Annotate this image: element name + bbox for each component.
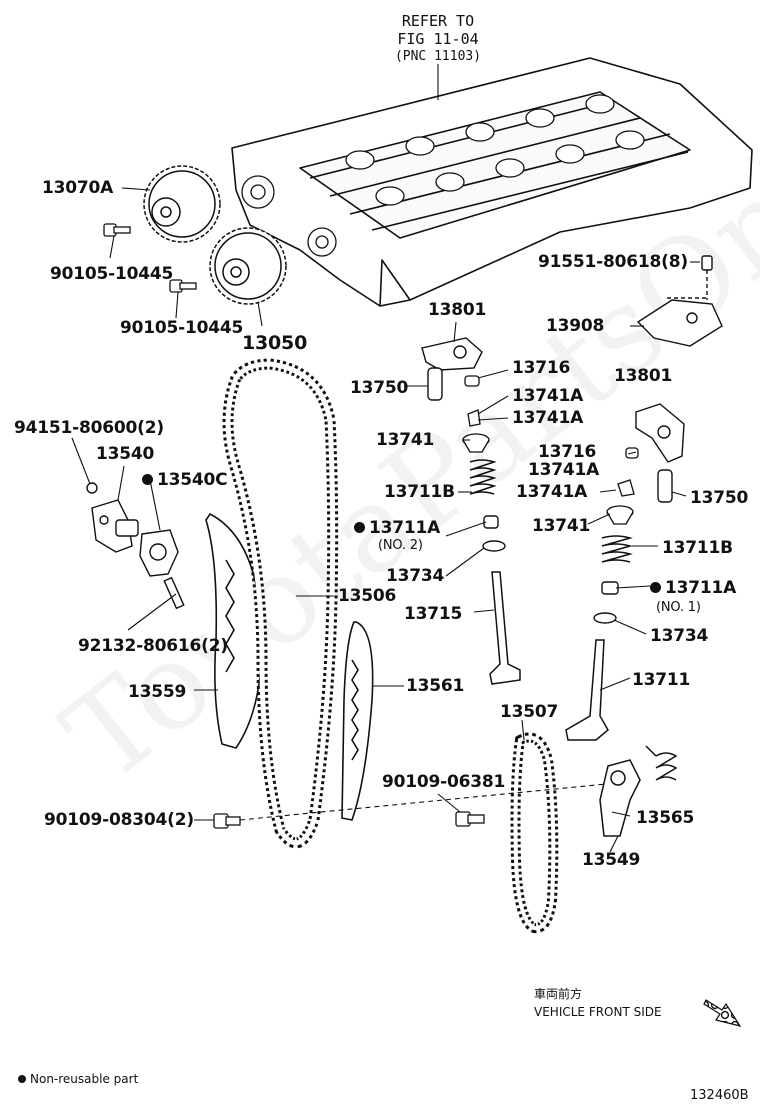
label-13715[interactable]: 13715 <box>404 604 463 624</box>
label-13716-b[interactable]: 13716 <box>538 442 597 462</box>
label-13711B-b[interactable]: 13711B <box>662 538 733 558</box>
label-13050[interactable]: 13050 <box>242 332 308 354</box>
label-90105-a[interactable]: 90105-10445 <box>50 264 174 284</box>
label-13711[interactable]: 13711 <box>632 670 691 690</box>
valve-small-parts <box>462 375 639 525</box>
bolts-90109 <box>213 811 485 829</box>
front-side-jp: 車両前方 <box>534 987 583 1001</box>
label-13711A-a-no: (NO. 2) <box>378 538 423 553</box>
label-13741-a[interactable]: 13741 <box>376 430 435 450</box>
vehicle-front-side: 車両前方 VEHICLE FRONT SIDE <box>534 986 662 1020</box>
label-90105-b[interactable]: 90105-10445 <box>120 318 244 338</box>
label-13801-a[interactable]: 13801 <box>428 300 487 320</box>
refer-line3: (PNC 11103) <box>394 49 482 64</box>
valve-springs <box>469 459 633 563</box>
legend-text: Non-reusable part <box>30 1072 139 1086</box>
label-90109-a[interactable]: 90109-06381 <box>382 772 506 792</box>
front-arrow <box>703 999 742 1027</box>
refer-note: REFER TO FIG 11-04 (PNC 11103) <box>372 12 504 66</box>
label-13070A[interactable]: 13070A <box>42 178 114 198</box>
label-13734-b[interactable]: 13734 <box>650 626 709 646</box>
label-13711A-b[interactable]: 13711A <box>650 578 736 598</box>
valves <box>489 571 609 741</box>
rocker-arms-13801 <box>421 337 685 463</box>
label-13565[interactable]: 13565 <box>636 808 695 828</box>
label-13507[interactable]: 13507 <box>500 702 559 722</box>
legend: Non-reusable part <box>18 1072 138 1086</box>
label-13506[interactable]: 13506 <box>338 586 397 606</box>
label-13561[interactable]: 13561 <box>406 676 465 696</box>
label-13540C[interactable]: 13540C <box>142 470 228 490</box>
camshaft-lobes <box>241 94 645 257</box>
label-13711A-b-no: (NO. 1) <box>656 600 701 615</box>
label-13750-b[interactable]: 13750 <box>690 488 749 508</box>
timing-chain-13506 <box>222 358 339 849</box>
label-13559[interactable]: 13559 <box>128 682 187 702</box>
label-13741A-c[interactable]: 13741A <box>528 460 600 480</box>
lash-adjusters-13750 <box>427 367 673 503</box>
label-91551[interactable]: 91551-80618(8) <box>538 252 688 272</box>
label-13741A-a[interactable]: 13741A <box>512 386 584 406</box>
label-13734-a[interactable]: 13734 <box>386 566 445 586</box>
sprocket-13050 <box>209 227 287 305</box>
legend-dot <box>18 1075 26 1083</box>
label-13711A-a-text: 13711A <box>369 518 441 538</box>
label-13540[interactable]: 13540 <box>96 444 155 464</box>
label-13540C-text: 13540C <box>157 470 228 490</box>
label-13549[interactable]: 13549 <box>582 850 641 870</box>
non-reusable-dot <box>354 522 365 533</box>
label-13741A-b[interactable]: 13741A <box>512 408 584 428</box>
label-13750-a[interactable]: 13750 <box>350 378 409 398</box>
front-side-en: VEHICLE FRONT SIDE <box>534 1005 662 1019</box>
bracket-13908 <box>636 255 723 347</box>
sprocket-13070A <box>143 165 221 243</box>
label-13801-b[interactable]: 13801 <box>614 366 673 386</box>
label-13711B-a[interactable]: 13711B <box>384 482 455 502</box>
label-92132[interactable]: 92132-80616(2) <box>78 636 228 656</box>
tensioner-13540 <box>86 482 185 610</box>
label-13716-a[interactable]: 13716 <box>512 358 571 378</box>
chain-guides <box>205 512 374 821</box>
leader-lines <box>71 64 700 853</box>
oil-pump-chain-13507 <box>510 732 559 934</box>
label-13908[interactable]: 13908 <box>546 316 605 336</box>
label-13741-b[interactable]: 13741 <box>532 516 591 536</box>
tensioner-arm-13549 <box>599 745 678 837</box>
refer-line1: REFER TO <box>401 12 475 30</box>
label-90109-b[interactable]: 90109-08304(2) <box>44 810 194 830</box>
label-13711A-b-text: 13711A <box>665 578 737 598</box>
refer-line2: FIG 11-04 <box>397 30 479 48</box>
label-13711A-a[interactable]: 13711A <box>354 518 440 538</box>
non-reusable-dot <box>650 582 661 593</box>
figure-id: 132460B <box>690 1088 749 1103</box>
bolts-90105 <box>103 223 197 293</box>
label-13741A-d[interactable]: 13741A <box>516 482 588 502</box>
non-reusable-dot <box>142 474 153 485</box>
label-94151[interactable]: 94151-80600(2) <box>14 418 164 438</box>
seals-washers <box>482 515 619 624</box>
